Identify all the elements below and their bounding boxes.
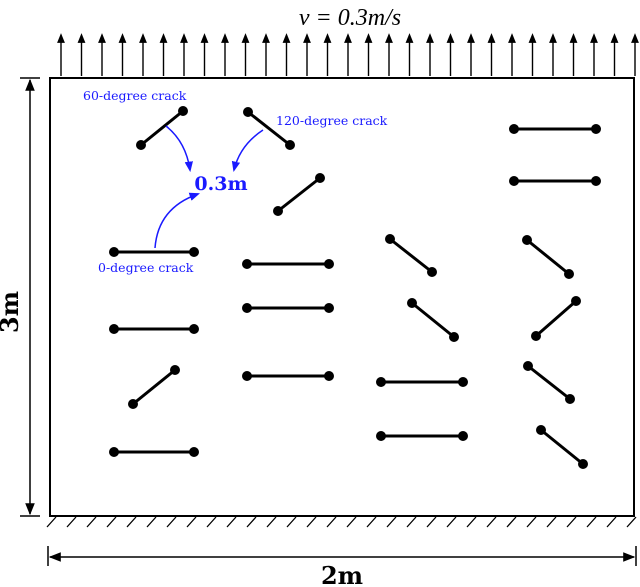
hatch-mark xyxy=(506,516,517,528)
hatch-mark xyxy=(146,516,157,528)
hatch-mark xyxy=(46,516,57,528)
velocity-arrows xyxy=(57,33,639,76)
hatch-mark xyxy=(466,516,477,528)
annotations: 60-degree crack 120-degree crack 0-degre… xyxy=(83,88,388,275)
plate-boundary xyxy=(49,77,635,517)
hatch-mark xyxy=(166,516,177,528)
velocity-label: v = 0.3m/s xyxy=(299,5,401,31)
crack xyxy=(509,176,601,186)
width-label: 2m xyxy=(321,561,363,587)
hatch-mark xyxy=(406,516,417,528)
crack xyxy=(242,259,334,269)
hatch-mark xyxy=(126,516,137,528)
hatch-mark xyxy=(486,516,497,528)
hatch-mark xyxy=(106,516,117,528)
crack-60-label: 60-degree crack xyxy=(83,88,187,103)
hatch-mark xyxy=(626,516,637,528)
fixed-support-hatching xyxy=(46,516,637,528)
height-label: 3m xyxy=(0,291,24,333)
crack xyxy=(531,296,581,341)
crack xyxy=(509,124,601,134)
crack xyxy=(109,324,199,334)
crack xyxy=(109,447,199,457)
crack-120-degree xyxy=(243,107,295,150)
hatch-mark xyxy=(346,516,357,528)
arrow-from-0-crack xyxy=(154,192,200,249)
crack xyxy=(385,234,437,277)
hatch-mark xyxy=(326,516,337,528)
crack xyxy=(242,303,334,313)
crack-120-label: 120-degree crack xyxy=(276,113,388,128)
width-dimension: 2m xyxy=(47,546,637,587)
hatch-mark xyxy=(546,516,557,528)
hatch-mark xyxy=(366,516,377,528)
crack xyxy=(376,431,468,441)
crack-length-label: 0.3m xyxy=(194,173,247,195)
crack-0-degree xyxy=(109,247,199,257)
cracks xyxy=(109,106,601,469)
hatch-mark xyxy=(446,516,457,528)
crack-60-degree xyxy=(136,106,188,150)
hatch-mark xyxy=(226,516,237,528)
hatch-mark xyxy=(206,516,217,528)
crack-0-label: 0-degree crack xyxy=(98,260,194,275)
crack xyxy=(523,361,575,404)
hatch-mark xyxy=(606,516,617,528)
crack xyxy=(522,235,574,279)
crack xyxy=(536,425,588,469)
height-dimension: 3m xyxy=(0,77,40,517)
hatch-mark xyxy=(386,516,397,528)
hatch-mark xyxy=(306,516,317,528)
arrow-from-60-crack xyxy=(165,125,193,173)
crack xyxy=(376,377,468,387)
hatch-mark xyxy=(566,516,577,528)
crack xyxy=(407,298,459,342)
hatch-mark xyxy=(526,516,537,528)
crack xyxy=(242,371,334,381)
arrow-from-120-crack xyxy=(231,129,264,173)
hatch-mark xyxy=(246,516,257,528)
crack xyxy=(273,173,325,216)
hatch-mark xyxy=(86,516,97,528)
hatch-mark xyxy=(286,516,297,528)
hatch-mark xyxy=(426,516,437,528)
hatch-mark xyxy=(186,516,197,528)
hatch-mark xyxy=(586,516,597,528)
crack xyxy=(128,365,180,409)
hatch-mark xyxy=(266,516,277,528)
hatch-mark xyxy=(66,516,77,528)
